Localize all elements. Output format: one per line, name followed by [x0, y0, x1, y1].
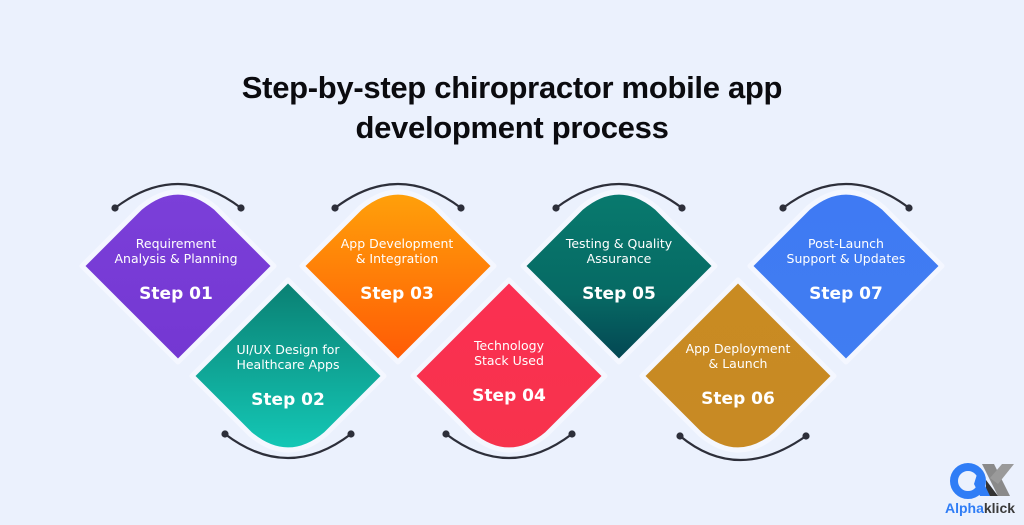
step-07-text: Post-Launch Support & Updates Step 07 — [756, 236, 936, 304]
step-07-label-1: Post-Launch — [808, 236, 884, 251]
logo-text-alpha: Alpha — [944, 500, 984, 516]
step-05-text: Testing & Quality Assurance Step 05 — [529, 236, 709, 304]
step-06-number: Step 06 — [701, 389, 775, 409]
step-01-shape — [79, 183, 277, 365]
step-07-number: Step 07 — [809, 284, 883, 304]
alphaklick-logo-icon — [950, 463, 1014, 499]
step-06-text: App Deployment & Launch Step 06 — [648, 341, 828, 409]
step-05-shape — [520, 183, 718, 365]
step-04-number: Step 04 — [472, 386, 546, 406]
step-01-number: Step 01 — [139, 284, 213, 304]
step-02-label-1: UI/UX Design for — [236, 342, 340, 357]
step-07-label-2: Support & Updates — [786, 251, 906, 266]
step-06-label-2: & Launch — [708, 356, 768, 371]
step-04-shape — [410, 277, 608, 459]
step-07-shape — [747, 183, 945, 365]
step-02-text: UI/UX Design for Healthcare Apps Step 02 — [198, 342, 378, 410]
step-05-label-2: Assurance — [586, 251, 652, 266]
step-04-label-1: Technology — [473, 338, 545, 353]
step-06-label-1: App Deployment — [685, 341, 791, 356]
title-line-2: development process — [355, 110, 669, 145]
step-03-shape — [299, 183, 497, 365]
alphaklick-wordmark: Alphaklick — [938, 500, 1022, 516]
step-02-label-2: Healthcare Apps — [236, 357, 340, 372]
step-01-label-1: Requirement — [135, 236, 217, 251]
step-01-label-2: Analysis & Planning — [114, 251, 238, 266]
step-02-number: Step 02 — [251, 390, 325, 410]
step-03-text: App Development & Integration Step 03 — [307, 236, 487, 304]
step-03-label-2: & Integration — [355, 251, 439, 266]
alphaklick-logo: Alphaklick — [938, 458, 1022, 520]
step-04-label-2: Stack Used — [474, 353, 544, 368]
title-line-1: Step-by-step chiropractor mobile app — [241, 70, 783, 105]
step-03-label-1: App Development — [340, 236, 454, 251]
step-05-number: Step 05 — [582, 284, 656, 304]
step-06-shape — [639, 277, 837, 461]
step-02-shape — [189, 277, 387, 459]
step-01-text: Requirement Analysis & Planning Step 01 — [86, 236, 266, 304]
step-05-label-1: Testing & Quality — [565, 236, 673, 251]
step-03-number: Step 03 — [360, 284, 434, 304]
page-title: Step-by-step chiropractor mobile app dev… — [0, 68, 1024, 148]
logo-text-klick: klick — [983, 500, 1016, 516]
step-04-text: Technology Stack Used Step 04 — [419, 338, 599, 406]
